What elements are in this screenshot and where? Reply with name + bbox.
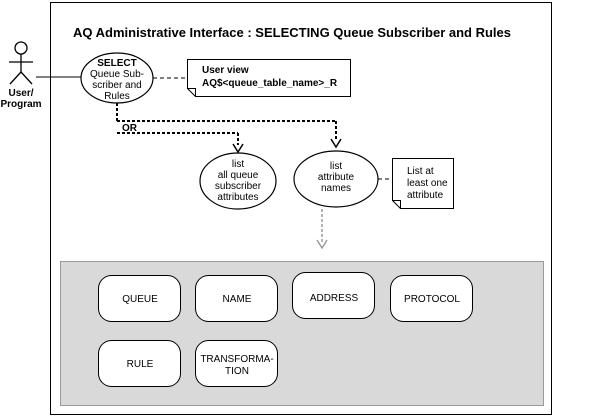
attribute-name-label: NAME <box>223 294 252 305</box>
select-node-line1: SELECT <box>97 58 136 69</box>
attribute-name[interactable]: NAME <box>195 275 278 322</box>
actor-label-line1: User/ <box>8 88 33 99</box>
attribute-queue[interactable]: QUEUE <box>98 275 181 322</box>
panel-arrowhead-icon <box>316 239 328 250</box>
select-node-line3: scriber and <box>92 80 141 91</box>
select-node-line4: Rules <box>104 91 130 102</box>
attribute-transformation-line1: TRANSFORMA- <box>200 354 273 365</box>
arrowhead-to-list-names-icon <box>330 138 342 149</box>
select-node[interactable]: SELECT Queue Sub- scriber and Rules <box>80 52 154 104</box>
list-note-line3: attribute <box>407 190 444 201</box>
list-note-line2: least one <box>407 178 448 189</box>
or-label: OR <box>122 123 138 134</box>
list-all-line1: list <box>232 159 244 170</box>
attribute-queue-label: QUEUE <box>122 294 158 305</box>
diagram-title: AQ Administrative Interface : SELECTING … <box>73 25 511 40</box>
attribute-rule[interactable]: RULE <box>98 340 181 387</box>
list-names-line1: list <box>330 161 342 172</box>
list-names-line2: attribute <box>318 172 355 183</box>
select-node-line2: Queue Sub- <box>90 69 144 80</box>
user-actor-icon <box>9 41 33 85</box>
user-view-note: User view AQ$<queue_table_name>_R <box>187 59 351 97</box>
list-all-attributes-node[interactable]: list all queue subscriber attributes <box>199 152 277 210</box>
user-view-note-line2: AQ$<queue_table_name>_R <box>202 78 338 89</box>
user-view-note-line1: User view <box>202 65 249 76</box>
attribute-protocol-label: PROTOCOL <box>404 294 460 305</box>
list-all-line2: all queue <box>218 170 259 181</box>
attribute-rule-label: RULE <box>127 359 154 370</box>
or-branch-connectors <box>116 103 337 145</box>
attribute-transformation-line2: TION <box>225 366 249 377</box>
attribute-address-label: ADDRESS <box>310 293 359 304</box>
actor-label-line2: Program <box>0 99 41 110</box>
list-all-line4: attributes <box>217 192 258 203</box>
attribute-transformation[interactable]: TRANSFORMA- TION <box>195 340 278 387</box>
list-names-line3: names <box>321 183 351 194</box>
attribute-address[interactable]: ADDRESS <box>292 272 375 319</box>
list-all-line3: subscriber <box>215 181 262 192</box>
list-note: List at least one attribute <box>392 158 454 209</box>
attribute-protocol[interactable]: PROTOCOL <box>390 275 473 322</box>
arrowhead-to-list-all-icon <box>232 143 244 154</box>
list-attribute-names-node[interactable]: list attribute names <box>293 150 379 208</box>
list-note-line1: List at <box>407 166 434 177</box>
